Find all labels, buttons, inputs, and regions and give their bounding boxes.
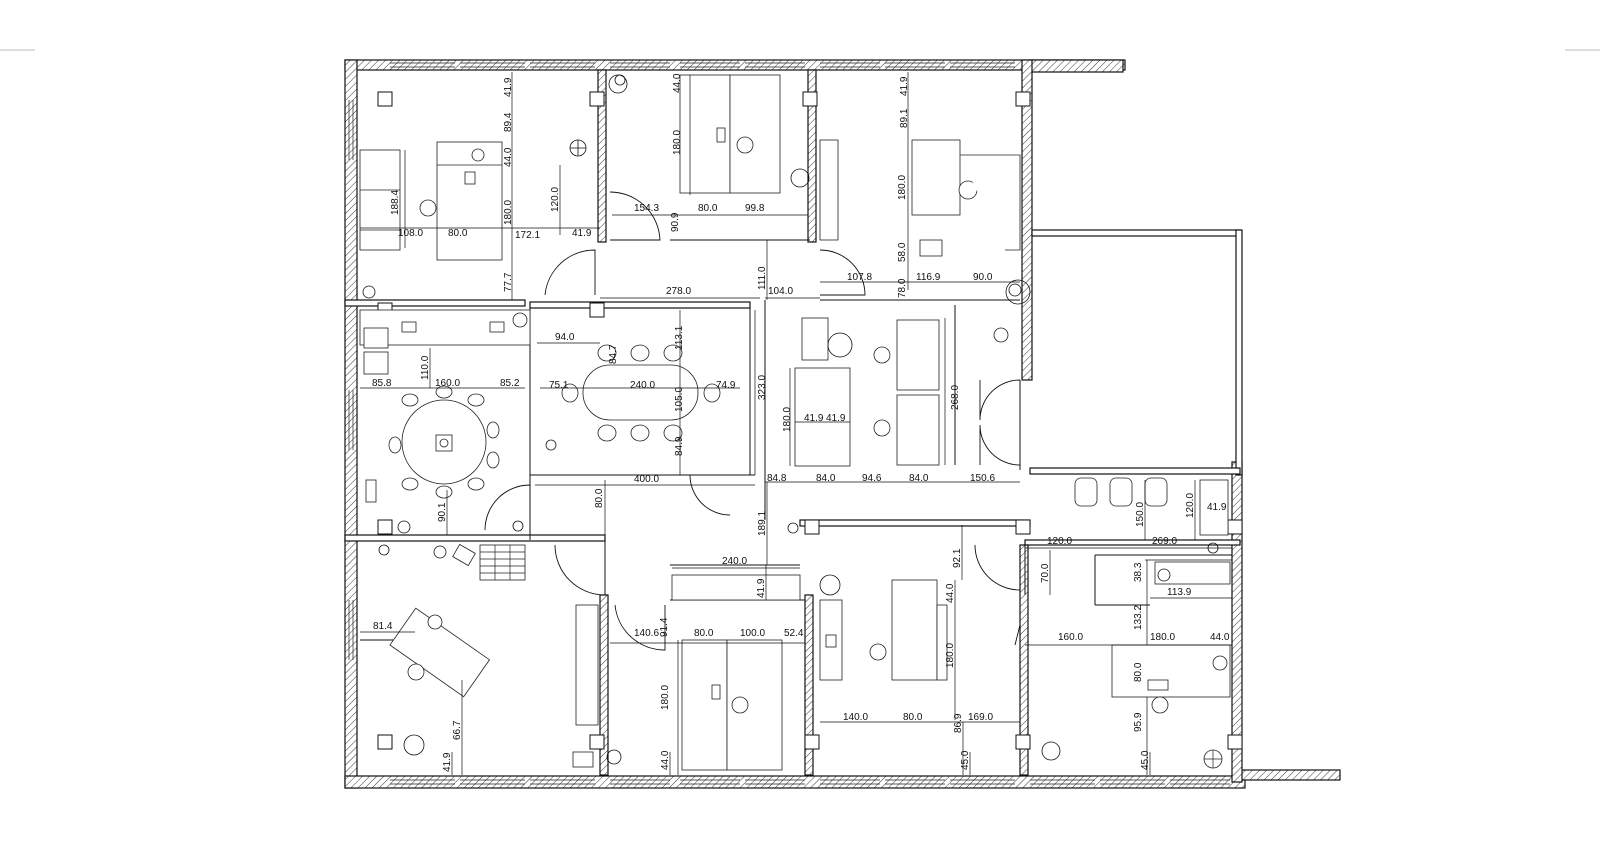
dim-label: 107.8 bbox=[847, 272, 872, 283]
dim-label: 108.0 bbox=[398, 228, 423, 239]
dim-label: 180.0 bbox=[897, 175, 908, 200]
conference-table bbox=[582, 364, 699, 421]
dim-label: 45.0 bbox=[1140, 750, 1151, 770]
dim-label: 180.0 bbox=[945, 643, 956, 668]
dim-label: 278.0 bbox=[666, 286, 691, 297]
dim-label: 45.0 bbox=[960, 750, 971, 770]
dim-label: 81.4 bbox=[373, 621, 393, 632]
dim-label: 78.0 bbox=[897, 278, 908, 298]
dim-label: 120.0 bbox=[1047, 536, 1072, 547]
plants bbox=[362, 74, 1219, 765]
dim-label: 84.0 bbox=[816, 473, 836, 484]
dim-label: 41.9 bbox=[1207, 502, 1227, 513]
dim-label: 188.4 bbox=[390, 190, 401, 215]
dim-label: 113.9 bbox=[1167, 587, 1192, 598]
dimension-labels: 41.9 89.4 44.0 188.4 180.0 120.0 108.0 8… bbox=[372, 73, 1230, 772]
dim-label: 58.0 bbox=[897, 242, 908, 262]
dim-label: 269.0 bbox=[1152, 536, 1177, 547]
dim-label: 75.1 bbox=[549, 380, 569, 391]
dim-label: 160.0 bbox=[1058, 632, 1083, 643]
dim-label: 180.0 bbox=[503, 200, 514, 225]
dim-label: 89.1 bbox=[899, 108, 910, 128]
dim-label: 80.0 bbox=[698, 203, 718, 214]
dim-label: 70.0 bbox=[1040, 563, 1051, 583]
dim-label: 41.9 bbox=[899, 76, 910, 96]
dim-label: 268.0 bbox=[950, 385, 961, 410]
dim-label: 104.0 bbox=[768, 286, 793, 297]
dim-label: 180.0 bbox=[660, 685, 671, 710]
dim-label: 90.9 bbox=[670, 212, 681, 232]
dim-label: 41.9 bbox=[804, 413, 824, 424]
dim-label: 150.6 bbox=[970, 473, 995, 484]
dim-label: 77.7 bbox=[503, 272, 514, 292]
dim-label: 111.0 bbox=[757, 266, 768, 290]
dim-label: 94.0 bbox=[555, 332, 575, 343]
interior-walls bbox=[344, 69, 1243, 776]
dim-label: 90.1 bbox=[437, 502, 448, 522]
dim-label: 84.8 bbox=[767, 473, 787, 484]
dim-label: 140.6 bbox=[634, 628, 659, 639]
dim-label: 240.0 bbox=[630, 380, 655, 391]
dim-label: 85.8 bbox=[372, 378, 392, 389]
dim-label: 105.0 bbox=[674, 387, 685, 412]
dim-label: 110.0 bbox=[420, 355, 431, 380]
dim-label: 133.2 bbox=[1133, 605, 1144, 630]
dim-label: 400.0 bbox=[634, 474, 659, 485]
dim-label: 41.9 bbox=[826, 413, 846, 424]
dim-label: 91.4 bbox=[659, 617, 670, 637]
dim-label: 52.4 bbox=[784, 628, 804, 639]
dimension-lines bbox=[360, 72, 1232, 775]
dim-label: 90.0 bbox=[973, 272, 993, 283]
dim-label: 44.0 bbox=[945, 583, 956, 603]
dim-label: 169.0 bbox=[968, 712, 993, 723]
dim-label: 85.2 bbox=[500, 378, 520, 389]
dim-label: 80.0 bbox=[594, 488, 605, 508]
dim-label: 116.9 bbox=[916, 272, 941, 283]
dim-label: 80.0 bbox=[1133, 662, 1144, 682]
dim-label: 41.9 bbox=[442, 752, 453, 772]
dim-label: 160.0 bbox=[435, 378, 460, 389]
dim-label: 74.9 bbox=[716, 380, 736, 391]
dim-label: 95.9 bbox=[1133, 712, 1144, 732]
dim-label: 84.0 bbox=[909, 473, 929, 484]
dim-label: 150.0 bbox=[1135, 502, 1146, 527]
dim-label: 84.9 bbox=[674, 436, 685, 456]
dim-label: 120.0 bbox=[1185, 493, 1196, 518]
dim-label: 86.9 bbox=[953, 713, 964, 733]
dim-label: 44.0 bbox=[1210, 632, 1230, 643]
doors bbox=[484, 191, 1021, 651]
dim-label: 180.0 bbox=[782, 407, 793, 432]
dim-label: 89.4 bbox=[503, 112, 514, 132]
dim-label: 41.9 bbox=[756, 578, 767, 598]
dim-label: 38.3 bbox=[1133, 562, 1144, 582]
dim-label: 154.3 bbox=[634, 203, 659, 214]
dim-label: 41.9 bbox=[503, 77, 514, 97]
dim-label: 100.0 bbox=[740, 628, 765, 639]
dim-label: 92.1 bbox=[952, 548, 963, 568]
exterior-walls bbox=[344, 59, 1341, 789]
dim-label: 113.1 bbox=[674, 325, 685, 350]
dim-label: 172.1 bbox=[515, 230, 540, 241]
dim-label: 44.0 bbox=[672, 73, 683, 93]
dim-label: 41.9 bbox=[572, 228, 592, 239]
dim-label: 240.0 bbox=[722, 556, 747, 567]
dim-label: 120.0 bbox=[550, 187, 561, 212]
dim-label: 80.0 bbox=[903, 712, 923, 723]
dim-label: 323.0 bbox=[757, 375, 768, 400]
dim-label: 180.0 bbox=[672, 130, 683, 155]
dim-label: 84.7 bbox=[608, 344, 619, 364]
dim-label: 80.0 bbox=[694, 628, 714, 639]
furniture bbox=[359, 74, 1231, 771]
dim-label: 80.0 bbox=[448, 228, 468, 239]
dim-label: 99.8 bbox=[745, 203, 765, 214]
dim-label: 44.0 bbox=[503, 147, 514, 167]
dim-label: 180.0 bbox=[1150, 632, 1175, 643]
dim-label: 94.6 bbox=[862, 473, 882, 484]
dim-label: 66.7 bbox=[452, 720, 463, 740]
dim-label: 189.1 bbox=[757, 511, 768, 536]
dim-label: 44.0 bbox=[660, 750, 671, 770]
dim-label: 140.0 bbox=[843, 712, 868, 723]
